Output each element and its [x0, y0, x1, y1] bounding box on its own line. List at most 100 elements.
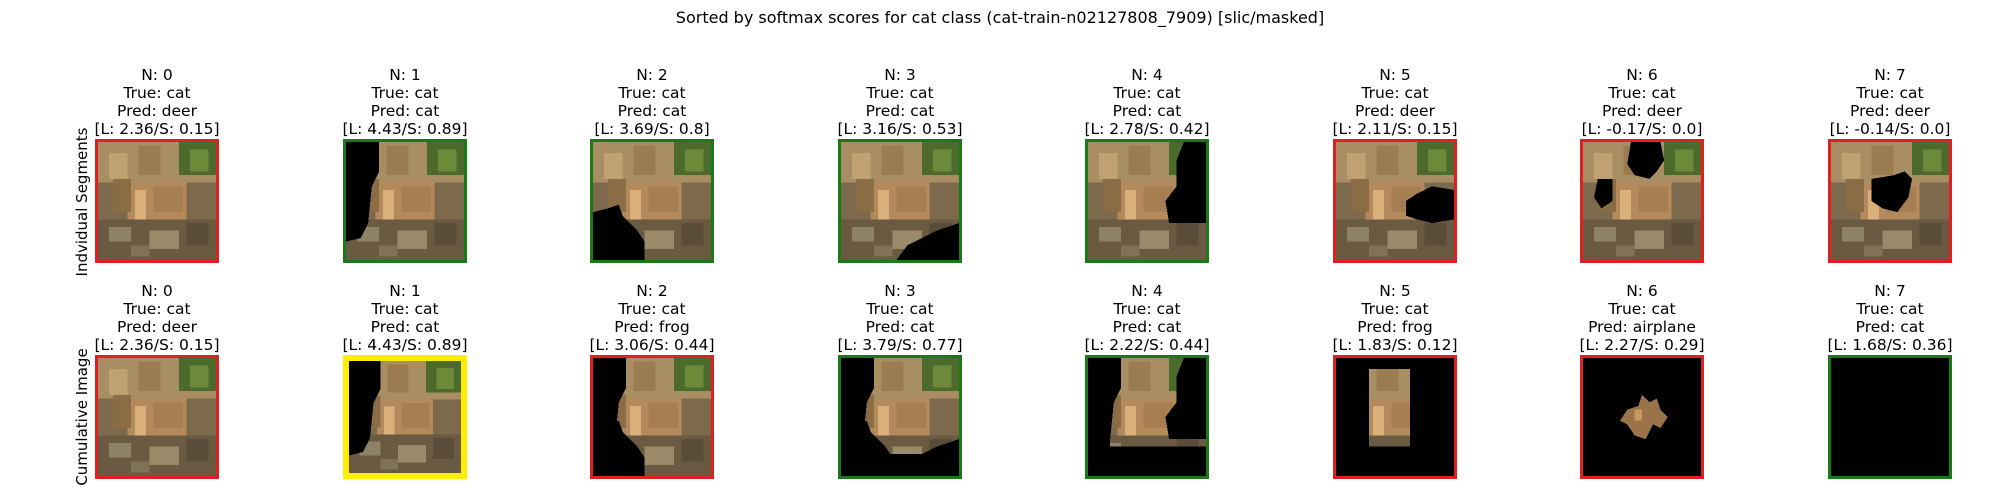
- caption-n: N: 7: [1874, 66, 1906, 84]
- caption-score: [L: 4.43/S: 0.89]: [342, 120, 468, 138]
- caption-n: N: 6: [1626, 66, 1658, 84]
- caption-pred: Pred: frog: [614, 318, 690, 336]
- caption-score: [L: -0.17/S: 0.0]: [1581, 120, 1703, 138]
- segment-thumbnail: [838, 139, 962, 263]
- caption-pred: Pred: airplane: [1588, 318, 1696, 336]
- caption-pred: Pred: cat: [865, 318, 935, 336]
- caption-true: True: cat: [123, 300, 191, 318]
- caption-n: N: 1: [389, 66, 421, 84]
- caption-true: True: cat: [618, 84, 686, 102]
- figure-title: Sorted by softmax scores for cat class (…: [675, 8, 1325, 27]
- caption-score: [L: 3.16/S: 0.53]: [837, 120, 963, 138]
- caption-n: N: 5: [1379, 282, 1411, 300]
- segment-thumbnail: [1828, 139, 1952, 263]
- caption-pred: Pred: cat: [617, 102, 687, 120]
- caption-pred: Pred: deer: [1355, 102, 1435, 120]
- caption-pred: Pred: deer: [1850, 102, 1930, 120]
- caption-n: N: 2: [636, 66, 668, 84]
- caption-score: [L: 2.27/S: 0.29]: [1579, 336, 1705, 354]
- segment-thumbnail: [838, 355, 962, 479]
- caption-score: [L: 4.43/S: 0.89]: [342, 336, 468, 354]
- segment-thumbnail: [1333, 139, 1457, 263]
- caption-n: N: 3: [884, 66, 916, 84]
- row-label-individual: Indvidual Segments: [73, 127, 91, 277]
- caption-pred: Pred: cat: [1855, 318, 1925, 336]
- segment-thumbnail: [95, 139, 219, 263]
- caption-score: [L: 2.36/S: 0.15]: [94, 120, 220, 138]
- caption-true: True: cat: [1608, 300, 1676, 318]
- caption-n: N: 0: [141, 282, 173, 300]
- caption-pred: Pred: deer: [117, 102, 197, 120]
- caption-pred: Pred: cat: [865, 102, 935, 120]
- caption-true: True: cat: [371, 84, 439, 102]
- caption-pred: Pred: cat: [1112, 318, 1182, 336]
- caption-score: [L: -0.14/S: 0.0]: [1829, 120, 1951, 138]
- caption-true: True: cat: [123, 84, 191, 102]
- segment-thumbnail: [590, 139, 714, 263]
- caption-pred: Pred: deer: [117, 318, 197, 336]
- segment-thumbnail: [1580, 355, 1704, 479]
- segment-thumbnail: [1333, 355, 1457, 479]
- row-label-cumulative: Cumulative Image: [73, 348, 91, 486]
- segment-thumbnail: [1085, 139, 1209, 263]
- segment-thumbnail: [590, 355, 714, 479]
- caption-score: [L: 2.11/S: 0.15]: [1332, 120, 1458, 138]
- caption-score: [L: 2.22/S: 0.44]: [1084, 336, 1210, 354]
- caption-true: True: cat: [866, 300, 934, 318]
- caption-n: N: 4: [1131, 66, 1163, 84]
- caption-true: True: cat: [1113, 300, 1181, 318]
- caption-n: N: 2: [636, 282, 668, 300]
- caption-true: True: cat: [1361, 300, 1429, 318]
- caption-true: True: cat: [1608, 84, 1676, 102]
- caption-true: True: cat: [866, 84, 934, 102]
- caption-true: True: cat: [1856, 84, 1924, 102]
- caption-n: N: 5: [1379, 66, 1411, 84]
- segment-thumbnail: [343, 355, 467, 479]
- caption-pred: Pred: cat: [370, 318, 440, 336]
- caption-pred: Pred: cat: [370, 102, 440, 120]
- caption-n: N: 7: [1874, 282, 1906, 300]
- caption-pred: Pred: cat: [1112, 102, 1182, 120]
- caption-n: N: 4: [1131, 282, 1163, 300]
- segment-thumbnail: [1085, 355, 1209, 479]
- caption-true: True: cat: [371, 300, 439, 318]
- caption-pred: Pred: frog: [1357, 318, 1433, 336]
- caption-n: N: 3: [884, 282, 916, 300]
- caption-pred: Pred: deer: [1602, 102, 1682, 120]
- segment-thumbnail: [1580, 139, 1704, 263]
- caption-score: [L: 1.83/S: 0.12]: [1332, 336, 1458, 354]
- segment-thumbnail: [1828, 355, 1952, 479]
- caption-n: N: 6: [1626, 282, 1658, 300]
- caption-score: [L: 1.68/S: 0.36]: [1827, 336, 1953, 354]
- segment-thumbnail: [95, 355, 219, 479]
- caption-true: True: cat: [1113, 84, 1181, 102]
- segment-thumbnail: [343, 139, 467, 263]
- caption-score: [L: 2.78/S: 0.42]: [1084, 120, 1210, 138]
- caption-score: [L: 3.06/S: 0.44]: [589, 336, 715, 354]
